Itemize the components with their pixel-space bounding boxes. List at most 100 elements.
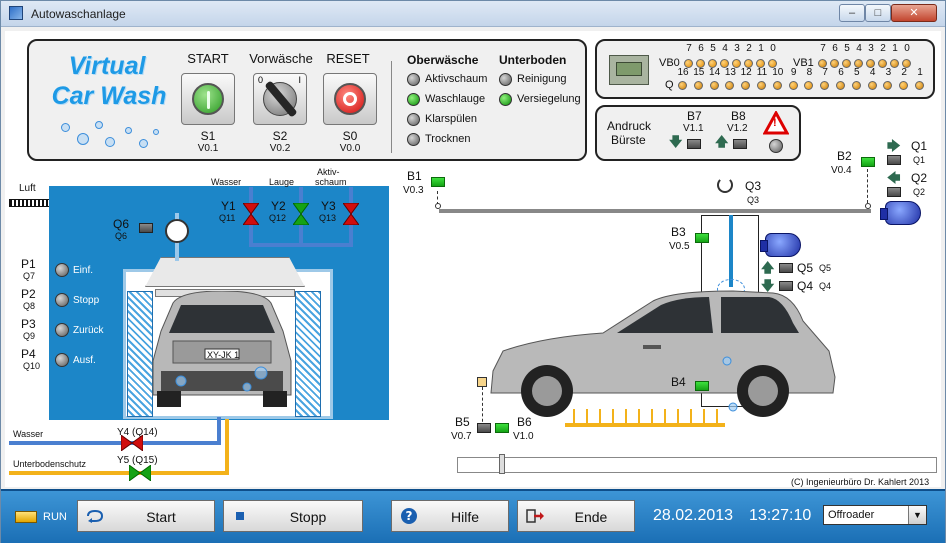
q-bit-number: 15 — [693, 67, 705, 78]
q6-indicator[interactable] — [139, 223, 153, 233]
prewash-selector-switch[interactable]: 0 I — [253, 73, 307, 125]
q1-sub: Q1 — [913, 155, 926, 165]
vb1-bit-number: 4 — [856, 43, 862, 54]
run-indicator: RUN — [13, 507, 71, 527]
minimize-button[interactable]: – — [839, 4, 865, 22]
q2-indicator[interactable] — [887, 187, 901, 197]
p4-q: Q10 — [23, 361, 41, 371]
valve-y4-icon[interactable] — [121, 435, 143, 451]
b1-indicator[interactable] — [431, 177, 445, 187]
einf-label: Einf. — [73, 265, 94, 276]
q-bit-number: 5 — [854, 67, 860, 78]
p1-led — [55, 263, 69, 277]
start-button[interactable]: Start — [77, 500, 215, 532]
q4-label: Q4 — [797, 279, 814, 293]
ende-button[interactable]: Ende — [517, 500, 635, 532]
b2-sensor-line — [867, 169, 868, 203]
p2-q: Q8 — [23, 301, 36, 311]
q-bit-number: 4 — [869, 67, 876, 78]
vb1-led — [842, 59, 851, 68]
p4-led — [55, 353, 69, 367]
q5-sub: Q5 — [819, 263, 832, 273]
q-bit-number: 1 — [917, 67, 923, 78]
reset-pushbutton[interactable] — [323, 73, 377, 125]
b3-label: B3 — [671, 225, 686, 239]
plc-icon — [609, 55, 649, 85]
start-pushbutton[interactable] — [181, 73, 235, 125]
close-button[interactable]: ✕ — [891, 4, 937, 22]
b5-indicator[interactable] — [477, 423, 491, 433]
p1-q: Q7 — [23, 271, 36, 281]
vb1-bit-number: 7 — [820, 43, 826, 54]
b7-indicator[interactable] — [687, 139, 701, 149]
vb1-bit-number: 5 — [844, 43, 850, 54]
vb0-bit-number: 2 — [746, 43, 752, 54]
b8-indicator[interactable] — [733, 139, 747, 149]
valve-y2-icon[interactable] — [293, 203, 309, 225]
q4-sub: Q4 — [819, 281, 832, 291]
logo-line1: Virtual — [68, 52, 146, 80]
underbody-riser — [225, 419, 229, 475]
y3-label: Y3 — [321, 199, 336, 213]
brush-pressure-panel: Andruck Bürste B7 V1.1 🡇 B8 V1.2 🡅 ! — [595, 105, 801, 161]
vb0-led — [768, 59, 777, 68]
arrow-left-icon: 🡄 — [887, 170, 901, 185]
reset-io: S0 — [342, 129, 358, 143]
gantry-rail — [439, 209, 871, 213]
vb1-led — [866, 59, 875, 68]
program-select[interactable]: Offroader ▼ — [823, 505, 927, 525]
ausf-label: Ausf. — [73, 355, 96, 366]
q5-indicator[interactable] — [779, 263, 793, 273]
klarspuelen-label: Klarspülen — [425, 113, 477, 125]
brush-warning-led — [769, 139, 783, 153]
vb1-bit-number: 6 — [832, 43, 838, 54]
top-brush-hood — [145, 257, 305, 287]
panel-divider — [391, 61, 392, 153]
copyright: (C) Ingenieurbüro Dr. Kahlert 2013 — [791, 477, 930, 487]
valve-y3-icon[interactable] — [343, 203, 359, 225]
led-aktivschaum — [407, 73, 420, 86]
luft-label: Luft — [19, 183, 36, 194]
blower-fan-icon — [165, 219, 189, 243]
run-switch-icon — [15, 511, 37, 523]
q1-indicator[interactable] — [887, 155, 901, 165]
title-bar[interactable]: Autowaschanlage – □ ✕ — [1, 1, 945, 27]
logo: Virtual Car Wash — [37, 51, 177, 111]
b2-indicator[interactable] — [861, 157, 875, 167]
maximize-button[interactable]: □ — [865, 4, 891, 22]
vb0-bit-number: 1 — [758, 43, 764, 54]
p3-label: P3 — [21, 317, 36, 331]
brush-title-1: Andruck — [607, 119, 652, 133]
valve-y1-icon[interactable] — [243, 203, 259, 225]
chevron-down-icon[interactable]: ▼ — [908, 506, 926, 524]
q-led — [804, 81, 814, 90]
time-display: 13:27:10 — [749, 507, 812, 524]
reset-label: RESET — [326, 51, 370, 66]
car-side-view — [490, 290, 836, 417]
hilfe-button[interactable]: ? Hilfe — [391, 500, 509, 532]
led-waschlauge — [407, 93, 420, 106]
position-slider-track[interactable] — [457, 457, 937, 473]
aktivschaum-pipe-label-1: Aktiv- — [317, 167, 340, 177]
valve-y5-icon[interactable] — [129, 465, 151, 481]
position-slider-thumb[interactable] — [499, 454, 505, 474]
visualization-area: Virtual Car Wash START S1 V0.1 Vorwäsche — [5, 31, 941, 487]
q-bit-number: 7 — [822, 67, 828, 78]
vb1-led — [830, 59, 839, 68]
b3-indicator[interactable] — [695, 233, 709, 243]
arrow-down-icon: 🡇 — [669, 134, 683, 149]
q-led — [915, 81, 924, 90]
vb0-label: VB0 — [659, 57, 680, 69]
reset-addr: V0.0 — [339, 143, 361, 154]
wasser-label: Wasser — [13, 429, 44, 439]
stopp-button[interactable]: Stopp — [223, 500, 363, 532]
b6-indicator[interactable] — [495, 423, 509, 433]
unterbodenschutz-label: Unterbodenschutz — [13, 459, 87, 469]
y1-q: Q11 — [219, 213, 236, 223]
p1-label: P1 — [21, 257, 36, 271]
q4-indicator[interactable] — [779, 281, 793, 291]
vb1-bit-number: 3 — [868, 43, 874, 54]
brush-title-2: Bürste — [611, 133, 646, 147]
b4-indicator[interactable] — [695, 381, 709, 391]
b5-sensor — [477, 377, 487, 387]
